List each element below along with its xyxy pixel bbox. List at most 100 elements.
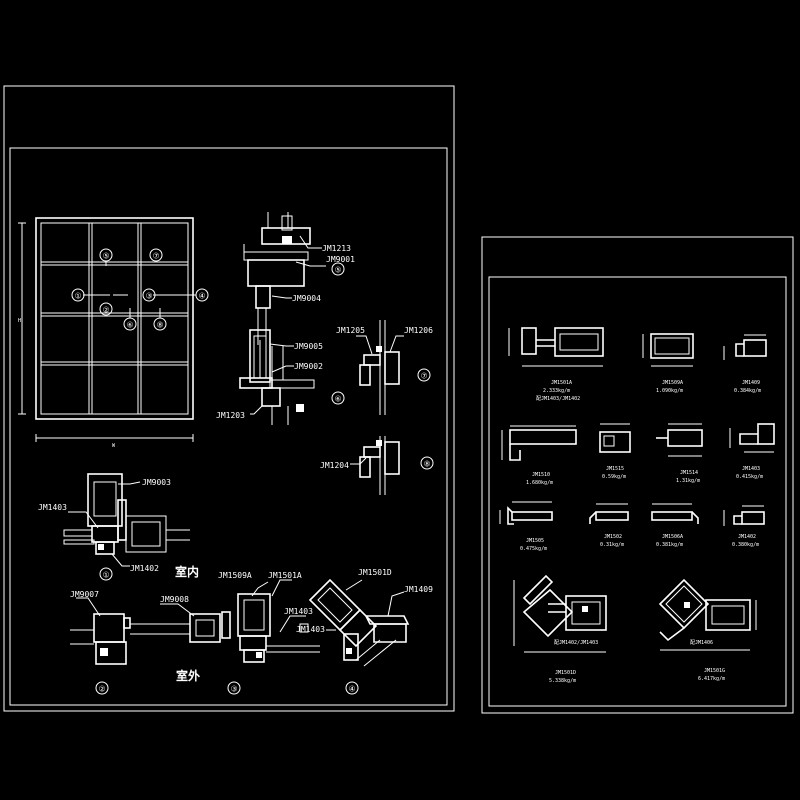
mullion-section-drawing xyxy=(350,320,404,495)
profile-note: 配JM1406 xyxy=(690,640,713,646)
label-jm1206: JM1206 xyxy=(404,326,433,335)
profile-jm1510-drawing xyxy=(501,425,577,461)
profile-code: JM1501A xyxy=(551,380,572,386)
section1-bubble: ① xyxy=(103,571,110,580)
profile-jm1409-drawing xyxy=(723,334,767,360)
section1-bubble-ring xyxy=(99,567,113,581)
profile-jm1509a-drawing xyxy=(642,333,694,367)
mullion-bubble-8: ⑧ xyxy=(424,460,431,469)
bubble-3: ③ xyxy=(146,292,153,301)
profile-code: JM1402 xyxy=(738,534,756,540)
label-jm9002: JM9002 xyxy=(294,362,323,371)
label-jm9007: JM9007 xyxy=(70,590,99,599)
profile-jm1402-drawing xyxy=(723,505,765,526)
label-jm1501d: JM1501D xyxy=(358,568,392,577)
section-3-drawing xyxy=(237,579,320,663)
label-jm9003: JM9003 xyxy=(142,478,171,487)
profile-weight: 0.59kg/m xyxy=(602,474,626,480)
profile-code: JM1509A xyxy=(662,380,683,386)
profile-weight: 1.680kg/m xyxy=(526,480,553,486)
profile-weight: 0.381kg/m xyxy=(656,542,683,548)
profile-note: 配JM1402/JM1403 xyxy=(554,640,598,646)
profile-weight: 0.384kg/m xyxy=(734,388,761,394)
label-jm1213: JM1213 xyxy=(322,244,351,253)
vsec-bubble-6: ⑥ xyxy=(335,395,342,404)
indoor-label: 室内 xyxy=(175,564,199,579)
label-jm1403-s4: JM1403 xyxy=(296,625,325,634)
label-jm1205: JM1205 xyxy=(336,326,365,335)
bubble-8: ⑧ xyxy=(157,321,164,330)
profile-code: JM1501G xyxy=(704,668,725,674)
mullion-bubble-7: ⑦ xyxy=(421,372,428,381)
window-elevation xyxy=(18,217,196,442)
section-4-drawing xyxy=(308,578,410,667)
profile-weight: 0.415kg/m xyxy=(736,474,763,480)
section2-bubble-ring xyxy=(95,681,109,695)
profile-jm1502-drawing xyxy=(589,503,629,524)
bubble-7: ⑦ xyxy=(153,252,160,261)
label-jm9004: JM9004 xyxy=(292,294,321,303)
profile-code: JM1501D xyxy=(555,670,576,676)
profile-code: JM1502 xyxy=(604,534,622,540)
mullion-bubble-7-ring xyxy=(417,368,431,382)
elevation-height-dim: H xyxy=(18,318,21,324)
outdoor-label: 室外 xyxy=(176,668,200,683)
profile-weight: 1.31kg/m xyxy=(676,478,700,484)
section-1-drawing xyxy=(63,473,190,567)
profile-captions: JM1501A 2.333kg/m 配JM1403/JM1402 JM1509A… xyxy=(520,380,763,684)
vsec-bubble-5: ⑤ xyxy=(335,266,342,275)
profile-weight: 2.333kg/m xyxy=(543,388,570,394)
profile-jm1501d-drawing xyxy=(513,574,607,653)
label-jm1409: JM1409 xyxy=(404,585,433,594)
left-sheet-inner-border xyxy=(9,147,448,706)
profile-weight: 0.380kg/m xyxy=(732,542,759,548)
label-jm1403: JM1403 xyxy=(38,503,67,512)
vsec-bubble-6-ring xyxy=(331,391,345,405)
bubble-5: ⑤ xyxy=(103,252,110,261)
left-sheet-outer-border xyxy=(3,85,455,712)
bubble-6: ⑥ xyxy=(127,321,134,330)
profile-code: JM1515 xyxy=(606,466,624,472)
profile-jm1403-drawing xyxy=(729,423,775,453)
elevation-bubbles: ① ② ③ ④ ⑤ ⑥ ⑦ ⑧ xyxy=(71,248,209,331)
label-jm1501a: JM1501A xyxy=(268,571,302,580)
elevation-width-dim: W xyxy=(112,443,116,449)
label-jm9001: JM9001 xyxy=(326,255,355,264)
label-jm9005: JM9005 xyxy=(294,342,323,351)
label-jm9008: JM9008 xyxy=(160,595,189,604)
profile-weight: 6.417kg/m xyxy=(698,676,725,682)
section3-bubble: ③ xyxy=(231,685,238,694)
vsec-bubble-5-ring xyxy=(331,262,345,276)
bubble-4: ④ xyxy=(199,292,206,301)
section4-bubble: ④ xyxy=(349,685,356,694)
label-jm1204: JM1204 xyxy=(320,461,349,470)
profile-code: JM1409 xyxy=(742,380,760,386)
profile-code: JM1403 xyxy=(742,466,760,472)
bubble-1: ① xyxy=(75,292,82,301)
vertical-section-drawing xyxy=(239,212,326,425)
profile-weight: 1.090kg/m xyxy=(656,388,683,394)
section3-bubble-ring xyxy=(227,681,241,695)
section2-bubble: ② xyxy=(99,685,106,694)
label-jm1402: JM1402 xyxy=(130,564,159,573)
profile-note: 配JM1403/JM1402 xyxy=(536,396,580,402)
profile-jm1514-drawing xyxy=(656,423,703,457)
profile-jm1501a-drawing xyxy=(508,327,604,367)
profile-code: JM1510 xyxy=(532,472,550,478)
profile-weight: 0.31kg/m xyxy=(600,542,624,548)
label-jm1203: JM1203 xyxy=(216,411,245,420)
mullion-bubble-8-ring xyxy=(420,456,434,470)
bubble-2: ② xyxy=(103,306,110,315)
profile-jm1501g-drawing xyxy=(658,578,757,651)
profile-jm1506a-drawing xyxy=(651,503,699,524)
profile-code: JM1514 xyxy=(680,470,698,476)
right-sheet-inner-border xyxy=(488,276,787,707)
label-jm1509a: JM1509A xyxy=(218,571,252,580)
profile-weight: 5.338kg/m xyxy=(549,678,576,684)
section-2-drawing xyxy=(70,597,231,665)
profile-weight: 0.475kg/m xyxy=(520,546,547,552)
profile-jm1505-drawing xyxy=(499,501,553,525)
label-jm1403-s3: JM1403 xyxy=(284,607,313,616)
section4-bubble-ring xyxy=(345,681,359,695)
